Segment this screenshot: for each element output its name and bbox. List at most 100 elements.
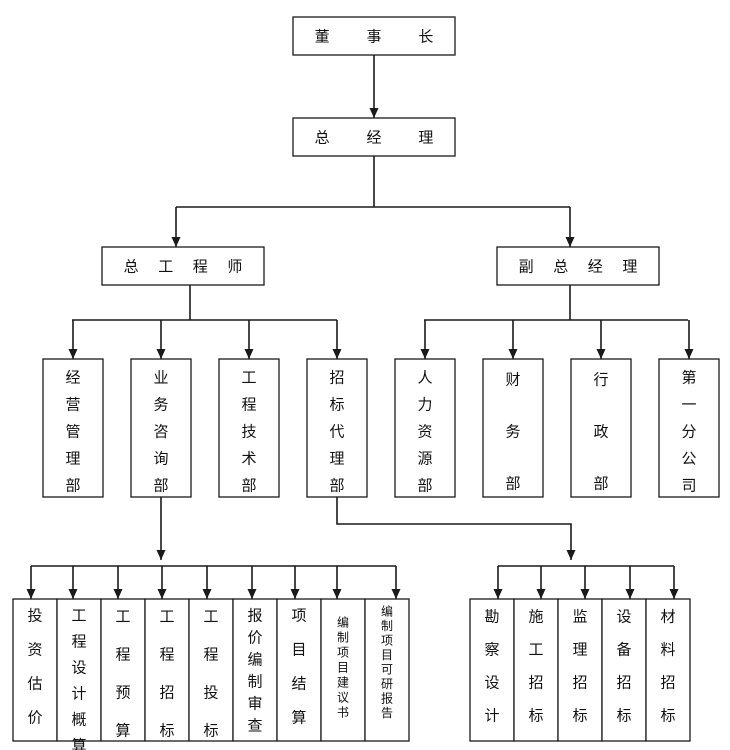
arrowhead xyxy=(493,589,503,599)
box-frame xyxy=(292,117,456,157)
box-frame xyxy=(218,358,280,498)
org-box-bid-materials: 材料招标 xyxy=(645,598,691,742)
org-box-deputy-gm: 副总经理 xyxy=(496,246,660,286)
org-box-dept-finance: 财务部 xyxy=(482,358,544,498)
box-label: 编制项目建议书 xyxy=(337,615,349,720)
org-box-svc-feasibility: 编制项目可研报告 xyxy=(364,598,410,742)
connector-line xyxy=(336,497,572,560)
arrowhead xyxy=(369,108,379,118)
org-box-svc-proposal: 编制项目建议书 xyxy=(320,598,366,742)
arrowhead xyxy=(508,349,518,359)
box-frame xyxy=(570,358,632,498)
box-frame xyxy=(320,598,366,742)
box-frame xyxy=(42,358,104,498)
arrowhead xyxy=(171,237,181,247)
box-label: 投资估价 xyxy=(27,607,42,727)
box-label: 工程技术部 xyxy=(241,369,256,495)
org-box-svc-project-settlement: 项目结算 xyxy=(276,598,322,742)
box-label: 材料招标 xyxy=(660,608,675,725)
arrowhead xyxy=(202,589,212,599)
box-frame xyxy=(557,598,603,742)
arrowhead xyxy=(247,589,257,599)
arrowhead xyxy=(156,550,166,560)
arrowhead xyxy=(565,237,575,247)
box-label: 编制项目可研报告 xyxy=(381,604,393,721)
box-frame xyxy=(469,598,515,742)
arrowhead xyxy=(391,589,401,599)
box-frame xyxy=(645,598,691,742)
arrowhead xyxy=(596,349,606,359)
org-box-bid-construction: 施工招标 xyxy=(513,598,559,742)
box-frame xyxy=(130,358,192,498)
box-label: 工程投标 xyxy=(203,608,218,740)
box-frame xyxy=(12,598,58,742)
box-label: 经营管理部 xyxy=(65,369,80,495)
box-frame xyxy=(292,16,456,56)
box-label: 总经理 xyxy=(315,129,434,147)
box-frame xyxy=(188,598,234,742)
box-label: 报价编制审查 xyxy=(247,607,262,735)
org-box-bid-supervision: 监理招标 xyxy=(557,598,603,742)
arrowhead xyxy=(157,589,167,599)
org-nodes: 董事长总经理总工程师 副总经理经营管理部 业务咨询部 工程技术部 招标代理部 人力资源部财… xyxy=(12,16,720,750)
box-label: 工程预算 xyxy=(115,608,130,740)
org-box-dept-technology: 工程技术部 xyxy=(218,358,280,498)
box-frame xyxy=(364,598,410,742)
arrowhead xyxy=(290,589,300,599)
arrowhead xyxy=(669,589,679,599)
box-frame xyxy=(100,598,146,742)
box-label: 工程设计概算 xyxy=(71,607,86,750)
box-frame xyxy=(56,598,102,742)
box-frame xyxy=(306,358,368,498)
box-frame xyxy=(601,598,647,742)
org-box-svc-price-review: 报价编制审查 xyxy=(232,598,278,742)
org-box-svc-design-budget: 工程设计概算 xyxy=(56,598,102,750)
org-box-branch-1: 第一分公司 xyxy=(658,358,720,498)
box-frame xyxy=(144,598,190,742)
arrowhead xyxy=(625,589,635,599)
org-box-svc-project-bidding: 工程招标 xyxy=(144,598,190,742)
box-label: 工程招标 xyxy=(159,608,174,740)
org-box-dept-bidding-agency: 招标代理部 xyxy=(306,358,368,498)
arrowhead xyxy=(156,349,166,359)
org-box-dept-consulting: 业务咨询部 xyxy=(130,358,192,498)
box-label: 项目结算 xyxy=(291,607,306,727)
org-box-svc-investment-estimate: 投资估价 xyxy=(12,598,58,742)
arrowhead xyxy=(566,550,576,560)
box-frame xyxy=(232,598,278,742)
box-label: 副总经理 xyxy=(519,258,638,276)
org-box-bid-equipment: 设备招标 xyxy=(601,598,647,742)
box-label: 监理招标 xyxy=(572,608,587,725)
box-frame xyxy=(658,358,720,498)
box-label: 招标代理部 xyxy=(329,369,344,495)
box-label: 财务部 xyxy=(505,371,520,493)
box-label: 业务咨询部 xyxy=(153,369,168,495)
box-label: 第一分公司 xyxy=(681,369,696,495)
org-box-chairman: 董事长 xyxy=(292,16,456,56)
arrowhead xyxy=(536,589,546,599)
connector-lines xyxy=(26,55,694,599)
arrowhead xyxy=(68,589,78,599)
org-box-bid-survey-design: 勘察设计 xyxy=(469,598,515,742)
arrowhead xyxy=(113,589,123,599)
box-frame xyxy=(513,598,559,742)
box-label: 董事长 xyxy=(315,28,434,46)
arrowhead xyxy=(420,349,430,359)
arrowhead xyxy=(684,349,694,359)
box-frame xyxy=(394,358,456,498)
box-frame xyxy=(101,246,265,286)
org-box-dept-hr: 人力资源部 xyxy=(394,358,456,498)
org-box-svc-project-budget: 工程预算 xyxy=(100,598,146,742)
org-box-dept-operations: 经营管理部 xyxy=(42,358,104,498)
box-label: 施工招标 xyxy=(528,608,543,725)
box-label: 总工程师 xyxy=(124,258,243,276)
org-box-gm: 总经理 xyxy=(292,117,456,157)
org-box-chief-engineer: 总工程师 xyxy=(101,246,265,286)
arrowhead xyxy=(26,589,36,599)
arrowhead xyxy=(332,349,342,359)
box-label: 设备招标 xyxy=(616,608,631,725)
arrowhead xyxy=(580,589,590,599)
box-label: 勘察设计 xyxy=(484,608,499,725)
arrowhead xyxy=(332,589,342,599)
